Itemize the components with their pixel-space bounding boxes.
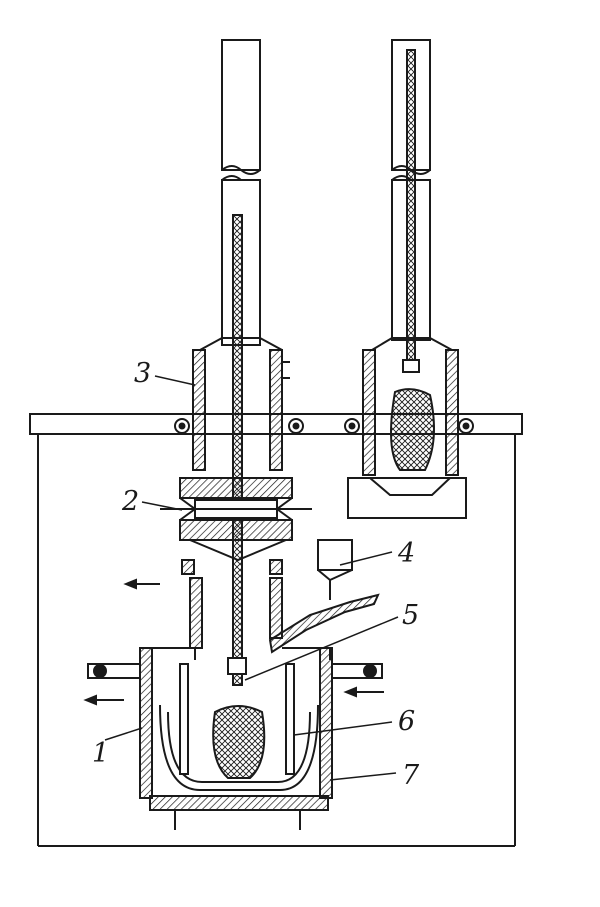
- label-3: 3: [134, 358, 152, 389]
- label-7: 7: [402, 760, 420, 791]
- label-2: 2: [122, 486, 140, 517]
- gate-valve-2: [160, 477, 312, 575]
- chamber-1: [139, 647, 333, 830]
- label-4: 4: [398, 538, 416, 569]
- charge-ingot: [212, 705, 266, 779]
- label-5: 5: [402, 600, 420, 631]
- flow-arrows: [83, 578, 384, 706]
- label-1: 1: [92, 738, 110, 769]
- electrodes-6: [179, 663, 295, 775]
- upper-housing-3: [192, 337, 290, 471]
- leader-lines: [104, 375, 399, 781]
- feeder-4: [268, 539, 380, 654]
- label-6: 6: [398, 706, 416, 737]
- crucible-7: [159, 704, 319, 791]
- right-chamber: [347, 337, 467, 519]
- right-tube: [391, 39, 431, 373]
- pull-rod-left: [227, 214, 247, 686]
- rollers: [174, 418, 474, 434]
- side-flanges: [87, 663, 383, 679]
